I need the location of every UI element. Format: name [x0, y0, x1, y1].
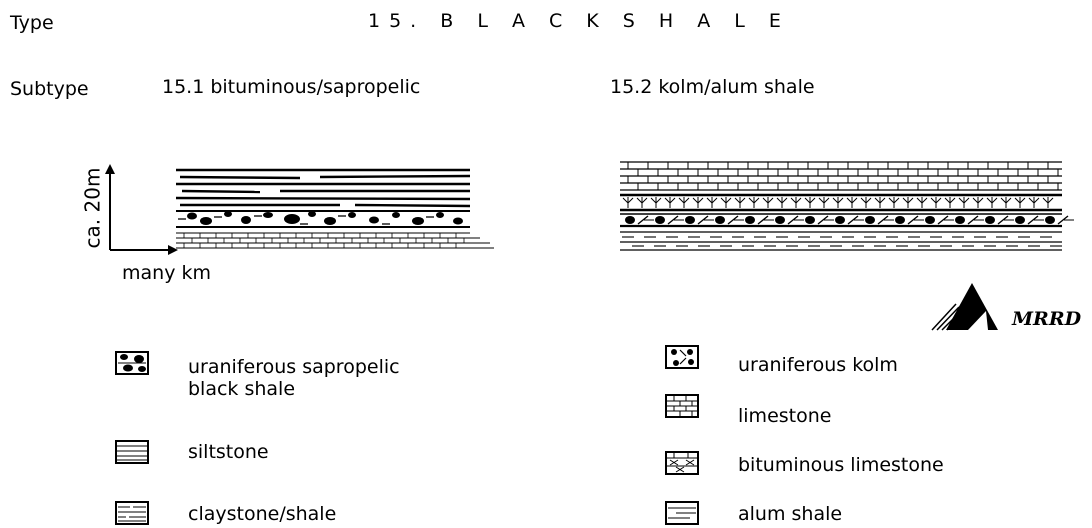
section-15-2-bituminous-limestone	[620, 195, 1062, 210]
legend-icon-siltstone	[116, 441, 148, 463]
section-15-1-claystone-top	[176, 170, 470, 206]
legend-label-uraniferous-sapropelic-line2: black shale	[188, 378, 295, 400]
legend-label-siltstone: siltstone	[188, 441, 269, 463]
legend-icon-bituminous-limestone	[666, 452, 698, 474]
legend-icon-claystone	[116, 502, 148, 524]
mrrd-logo-mark	[932, 283, 998, 330]
mrrd-logo-text: MRRD	[1012, 308, 1081, 330]
section-15-2-limestone	[620, 162, 1062, 190]
legend-icon-uraniferous-sapropelic	[116, 352, 148, 374]
section-15-1-siltstone-ticks	[184, 233, 464, 248]
legend-label-uraniferous-sapropelic: uraniferous sapropelic	[188, 356, 400, 378]
legend-icon-alum-shale	[666, 502, 698, 524]
section-15-2	[620, 162, 1074, 250]
section-15-1	[176, 170, 494, 248]
scale-bar	[110, 166, 176, 250]
horizontal-scale-label: many km	[122, 264, 211, 283]
legend-icon-kolm	[666, 346, 698, 368]
legend-label-bituminous-limestone: bituminous limestone	[738, 454, 944, 476]
section-15-1-uraniferous-sapropelic	[176, 211, 470, 227]
legend-label-claystone: claystone/shale	[188, 503, 336, 525]
section-15-2-kolm	[620, 214, 1074, 226]
legend-label-limestone: limestone	[738, 405, 831, 427]
legend-label-kolm: uraniferous kolm	[738, 354, 898, 376]
legend-label-alum-shale: alum shale	[738, 503, 842, 525]
section-15-2-alum-shale	[620, 232, 1062, 250]
vertical-scale-label: ca. 20m	[82, 168, 102, 249]
legend-icon-limestone	[666, 395, 698, 417]
